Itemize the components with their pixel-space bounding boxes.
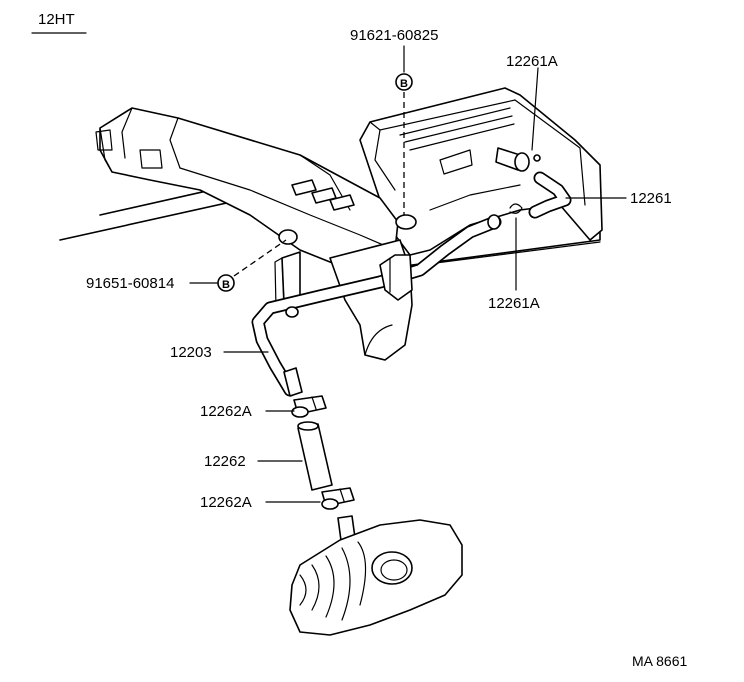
label-ventilation-pipe: 12203 (170, 344, 212, 361)
label-bolt-left: 91651-60814 (86, 275, 174, 292)
bolt-marker-left: B (217, 274, 235, 292)
ventilation-pipe (251, 214, 502, 397)
figure-code: MA 8661 (632, 653, 687, 669)
model-code: 12HT (38, 11, 75, 28)
label-clamp-upper: 12262A (200, 403, 252, 420)
hose-12261 (509, 154, 572, 219)
label-hose-right: 12261 (630, 190, 672, 207)
label-clamp-hose-upper: 12261A (506, 53, 558, 70)
label-clamp-hose-lower: 12261A (488, 295, 540, 312)
bolt-marker-left-letter: B (222, 279, 230, 291)
leader-lines (189, 45, 627, 503)
clamp-lower (321, 487, 355, 510)
bolt-marker-top-letter: B (400, 78, 408, 90)
label-clamp-lower: 12262A (200, 494, 252, 511)
air-cleaner-hose (289, 515, 463, 636)
hose-12262 (297, 421, 333, 491)
bolt-left-dashed-line (233, 239, 287, 277)
pcv-fitting (395, 147, 530, 230)
bolt-marker-top: B (395, 73, 413, 91)
label-hose-middle: 12262 (204, 453, 246, 470)
cylinder-head-cover (359, 87, 603, 256)
label-bolt-top: 91621-60825 (350, 27, 438, 44)
clamp-upper (291, 395, 327, 418)
